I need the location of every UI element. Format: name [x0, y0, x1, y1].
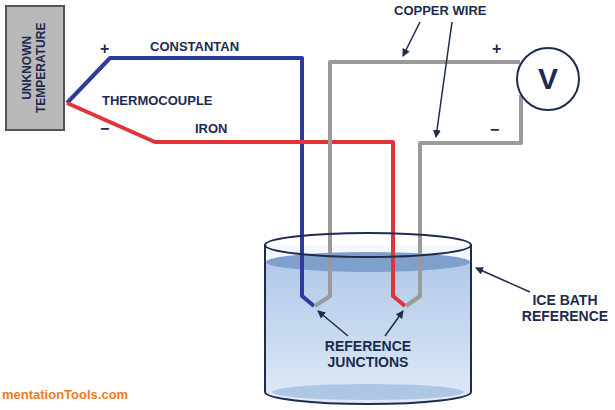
callout-label: REFERENCE JUNCTIONS	[318, 338, 418, 370]
box-label: UNKNOWN TEMPERATURE	[21, 12, 49, 124]
voltmeter-circle: V	[515, 46, 581, 112]
leader-lines	[318, 22, 530, 336]
wire-name: COPPER WIRE	[394, 4, 486, 19]
copper-wire	[315, 62, 520, 306]
wire-name: IRON	[195, 122, 228, 137]
polarity-sign: +	[492, 40, 501, 58]
beaker-base	[272, 384, 464, 400]
iron-wire	[67, 103, 405, 306]
wire-name: CONSTANTAN	[150, 40, 239, 55]
gray-box	[6, 6, 64, 130]
constantan-wire	[67, 58, 314, 306]
polarity-sign: +	[100, 40, 109, 58]
polarity-sign: −	[490, 121, 499, 139]
ice-bath-beaker	[265, 245, 471, 404]
polarity-sign: −	[100, 120, 109, 138]
temperature-box: UNKNOWN TEMPERATURE	[5, 5, 65, 131]
copper-wire	[406, 95, 521, 306]
beaker-outline	[265, 233, 471, 404]
meter-symbol: V	[538, 64, 558, 94]
watermark: mentationTools.com	[2, 388, 128, 403]
thermocouple-label: THERMOCOUPLE	[102, 94, 213, 109]
callout-label: ICE BATH REFERENCE	[520, 292, 610, 324]
meter-circle	[517, 48, 579, 110]
